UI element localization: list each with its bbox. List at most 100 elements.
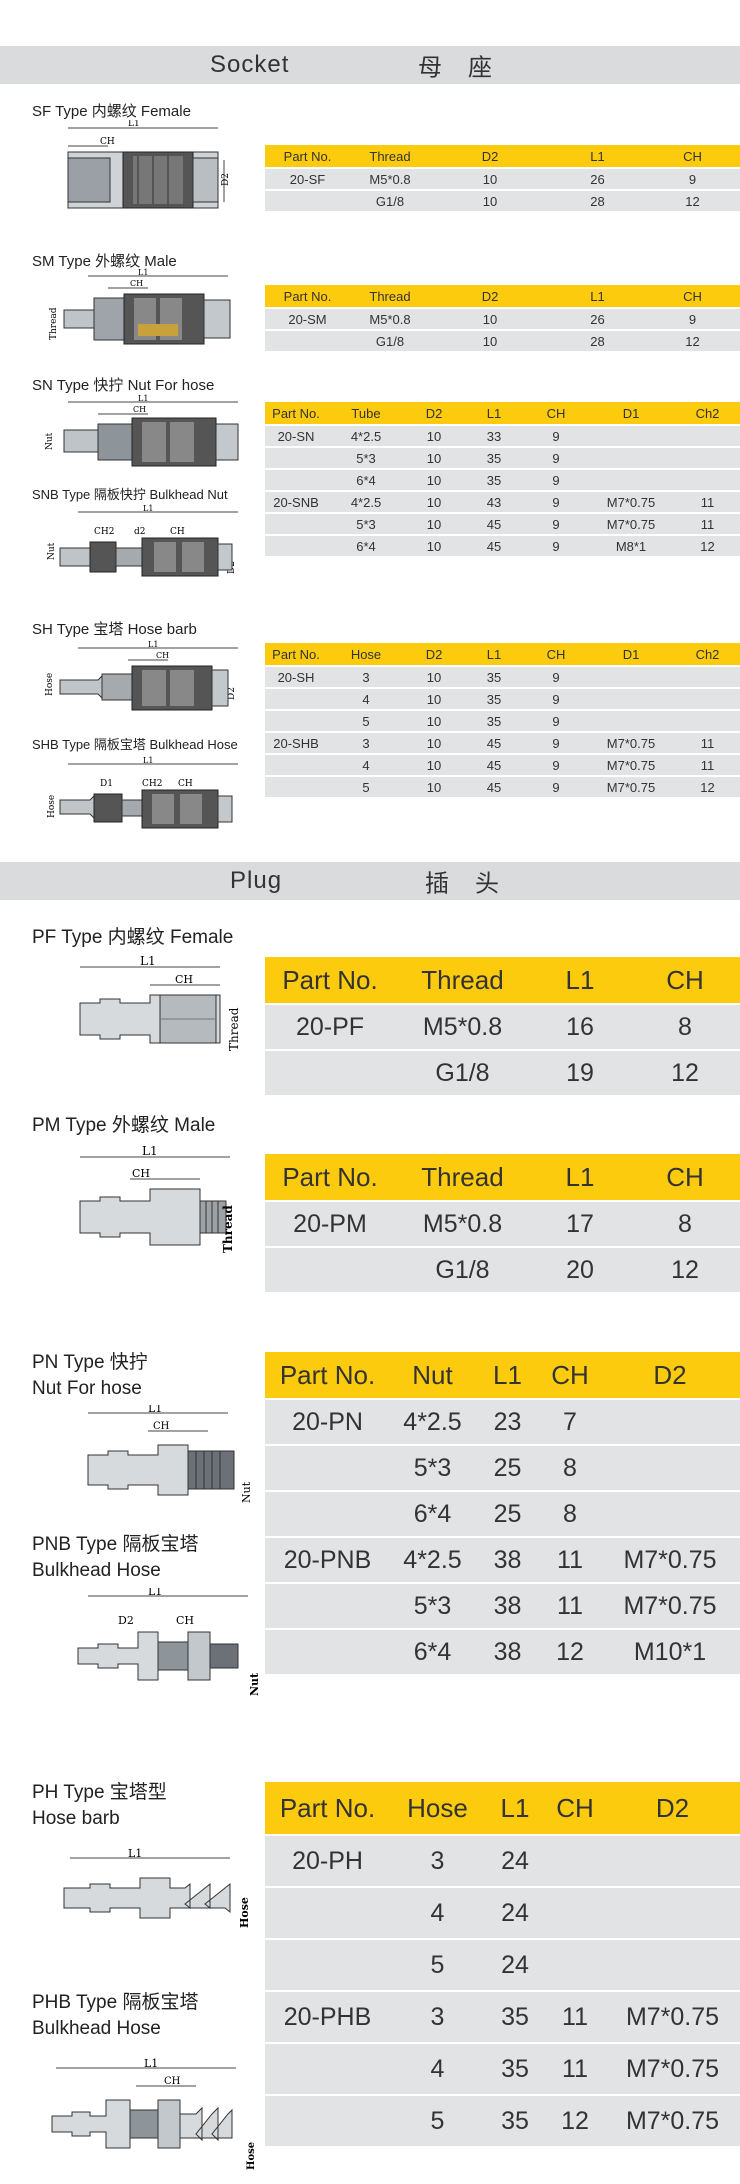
- shb-hose-label: Hose: [47, 795, 57, 818]
- sn-nut-label: Nut: [45, 432, 55, 450]
- sf-header-l1: L1: [550, 145, 645, 167]
- pn-type-title: PN Type 快拧 Nut For hose: [32, 1350, 148, 1402]
- snb-ch-label: CH: [170, 527, 185, 537]
- pnb-drawing: L1 D2 CH Nut: [68, 1588, 268, 1698]
- snb-type-title: SNB Type 隔板快拧 Bulkhead Nut: [32, 487, 228, 502]
- pn-l1-label: L1: [148, 1405, 162, 1415]
- sh-drawing: L1 CH Hose D2: [38, 640, 248, 720]
- sh-ch-label: CH: [156, 651, 169, 660]
- plug-title-cn: 插 头: [425, 870, 500, 898]
- pn-nut-label: Nut: [240, 1481, 253, 1503]
- sm-drawing: L1 CH Thread: [38, 268, 238, 348]
- pm-ch-label: CH: [132, 1167, 150, 1180]
- pnb-l1-label: L1: [148, 1588, 162, 1598]
- pf-thread-label: Thread: [227, 1007, 241, 1051]
- socket-section-band: Socket 母 座: [0, 46, 740, 84]
- plug-title-en: Plug: [230, 867, 283, 894]
- sh-d2-label: D2: [227, 687, 237, 700]
- ph-type-title: PH Type 宝塔型 Hose barb: [32, 1780, 167, 1832]
- pnb-ch-label: CH: [176, 1614, 194, 1627]
- pf-ch-label: CH: [175, 973, 193, 986]
- shb-ch2-label: CH2: [142, 779, 162, 789]
- ph-drawing: L1 Hose: [60, 1848, 260, 1938]
- sm-l1-label: L1: [138, 268, 148, 277]
- sm-ch-label: CH: [130, 279, 143, 288]
- sf-ch-label: CH: [100, 137, 115, 147]
- phb-type-title: PHB Type 隔板宝塔 Bulkhead Hose: [32, 1990, 198, 2042]
- ph-title-line2: Hose barb: [32, 1808, 120, 1829]
- pf-drawing: L1 CH Thread: [60, 955, 260, 1055]
- sf-header-part-no: Part No.: [265, 145, 350, 167]
- sf-header-thread: Thread: [350, 145, 430, 167]
- pm-type-title: PM Type 外螺纹 Male: [32, 1115, 216, 1136]
- snb-d2-label: d2: [134, 527, 146, 537]
- sf-type-title: SF Type 内螺纹 Female: [32, 103, 191, 120]
- phb-ch-label: CH: [164, 2076, 181, 2087]
- shb-ch-label: CH: [178, 779, 193, 789]
- pnb-type-title: PNB Type 隔板宝塔 Bulkhead Hose: [32, 1532, 198, 1584]
- sh-type-title: SH Type 宝塔 Hose barb: [32, 621, 197, 638]
- sf-d2-label: D2: [221, 173, 228, 186]
- pn-title-line1: PN Type 快拧: [32, 1352, 148, 1373]
- sh-l1-label: L1: [148, 640, 158, 649]
- shb-d1-label: D1: [100, 779, 113, 789]
- pnb-title-line2: Bulkhead Hose: [32, 1560, 161, 1581]
- pn-ch-label: CH: [153, 1421, 170, 1432]
- ph-l1-label: L1: [128, 1848, 142, 1860]
- pm-l1-label: L1: [142, 1145, 158, 1158]
- phb-title-line2: Bulkhead Hose: [32, 2018, 161, 2039]
- sf-header-d2: D2: [430, 145, 550, 167]
- pm-thread-label: Thread: [221, 1205, 235, 1253]
- ph-title-line1: PH Type 宝塔型: [32, 1782, 167, 1803]
- pn-title-line2: Nut For hose: [32, 1378, 142, 1399]
- snb-nut-label: Nut: [47, 542, 57, 560]
- pf-type-title: PF Type 内螺纹 Female: [32, 927, 234, 948]
- shb-drawing: L1 D1 CH2 CH Hose: [38, 756, 248, 832]
- sf-header-ch: CH: [645, 145, 740, 167]
- phb-l1-label: L1: [144, 2058, 158, 2070]
- plug-section-band: Plug 插 头: [0, 862, 740, 900]
- sf-l1-label: L1: [128, 120, 140, 129]
- pf-l1-label: L1: [140, 955, 156, 968]
- pm-drawing: L1 CH Thread: [60, 1145, 260, 1255]
- sm-thread-label: Thread: [49, 307, 59, 340]
- shb-l1-label: L1: [143, 756, 153, 765]
- snb-ch2-label: CH2: [94, 527, 114, 537]
- sn-ch-label: CH: [133, 405, 146, 414]
- pnb-title-line1: PNB Type 隔板宝塔: [32, 1534, 199, 1555]
- phb-hose-label: Hose: [246, 2142, 257, 2170]
